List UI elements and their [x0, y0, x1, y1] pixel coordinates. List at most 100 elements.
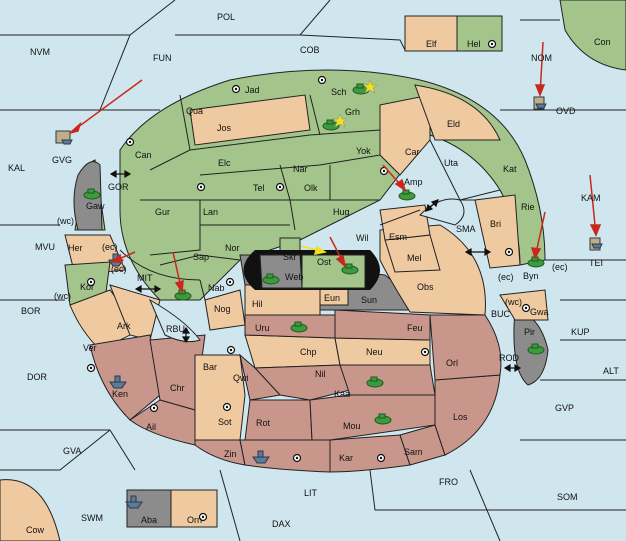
land-label-uta: Uta — [444, 158, 458, 168]
land-label-ver: Ver — [83, 343, 97, 353]
region-elf[interactable] — [404, 15, 458, 52]
land-label-kat: Kat — [503, 164, 517, 174]
sea-labels: POL NVM FUN COB NOM Con OVD KAL GVG GOR … — [8, 12, 619, 535]
region-mou[interactable] — [309, 394, 436, 441]
land-label-sap: Sap — [193, 252, 209, 262]
sea-label-alt: ALT — [603, 366, 619, 376]
land-label-sun: Sun — [361, 295, 377, 305]
land-label-amp: Amp — [404, 177, 423, 187]
land-label-kar: Kar — [339, 453, 353, 463]
land-label-elf: Elf — [426, 39, 437, 49]
land-label-aba: Aba — [141, 515, 157, 525]
land-label-neu: Neu — [366, 347, 383, 357]
supply-center — [292, 453, 302, 463]
region-kaa[interactable] — [339, 364, 436, 396]
sea-label-ovd: OVD — [556, 106, 576, 116]
region-sot[interactable] — [194, 354, 246, 441]
sea-label-nom: NOM — [531, 53, 552, 63]
coast-label: (ec) — [102, 242, 118, 252]
sea-label-dax: DAX — [272, 519, 291, 529]
supply-center — [420, 347, 430, 357]
green-army[interactable] — [527, 343, 545, 355]
supply-center — [487, 39, 497, 49]
supply-center — [275, 182, 285, 192]
supply-center — [521, 303, 531, 313]
land-label-grh: Grh — [345, 107, 360, 117]
region-orl[interactable] — [429, 314, 502, 381]
land-label-orl: Orl — [446, 358, 458, 368]
sea-label-rod: ROD — [499, 353, 520, 363]
region-feu[interactable] — [334, 309, 431, 341]
support-order — [300, 245, 327, 255]
land-label-bri: Bri — [490, 219, 501, 229]
land-label-lan: Lan — [203, 207, 218, 217]
supply-center — [222, 402, 232, 412]
land-label-olk: Olk — [304, 183, 318, 193]
sea-label-pol: POL — [217, 12, 235, 22]
green-army[interactable] — [366, 376, 384, 388]
region-ost[interactable] — [301, 254, 366, 289]
land-label-eld: Eld — [447, 119, 460, 129]
coast-label: (ec) — [552, 262, 568, 272]
green-army[interactable] — [374, 413, 392, 425]
supply-center — [196, 182, 206, 192]
land-label-web: Web — [285, 272, 303, 282]
region-orn[interactable] — [170, 489, 218, 528]
green-army[interactable] — [262, 273, 280, 285]
land-label-orn: Orn — [187, 515, 202, 525]
green-army[interactable] — [398, 189, 416, 201]
land-label-zin: Zin — [224, 449, 237, 459]
land-label-esm: Esm — [389, 232, 407, 242]
region-ken[interactable] — [89, 334, 161, 421]
land-label-rot: Rot — [256, 418, 271, 428]
blue-fleet[interactable] — [109, 375, 127, 389]
land-label-can: Can — [135, 150, 152, 160]
blue-fleet[interactable] — [533, 96, 547, 110]
sea-label-bor: BOR — [21, 306, 41, 316]
land-label-gaw: Gaw — [86, 201, 105, 211]
region-esm[interactable] — [379, 204, 431, 241]
land-label-ark: Ark — [117, 321, 131, 331]
land-label-sot: Sot — [218, 417, 232, 427]
land-label-hel: Hel — [467, 39, 481, 49]
sea-label-swm: SWM — [81, 513, 103, 523]
green-army[interactable] — [290, 321, 308, 333]
green-army[interactable] — [83, 188, 101, 200]
sea-label-cow: Cow — [26, 525, 45, 535]
blue-fleet[interactable] — [589, 237, 603, 251]
region-eld[interactable] — [414, 84, 501, 141]
region-chp[interactable] — [244, 334, 341, 369]
green-army[interactable] — [341, 263, 359, 275]
region-nog[interactable] — [204, 289, 246, 331]
land-label-tel: Tel — [253, 183, 265, 193]
land-label-los: Los — [453, 412, 468, 422]
land-label-nog: Nog — [214, 304, 231, 314]
land-label-uru: Uru — [255, 323, 270, 333]
land-label-ail: Ail — [146, 422, 156, 432]
sea-label-nvm: NVM — [30, 47, 50, 57]
land-label-gwa: Gwa — [530, 307, 549, 317]
sea-label-cob: COB — [300, 45, 320, 55]
supply-center — [376, 453, 386, 463]
region-los[interactable] — [434, 374, 501, 456]
blue-fleet[interactable] — [55, 130, 73, 145]
region-jos[interactable] — [189, 94, 311, 146]
land-label-chr: Chr — [170, 383, 185, 393]
region-qwi[interactable] — [239, 353, 281, 401]
sea-label-con: Con — [594, 37, 611, 47]
supply-centers — [86, 39, 531, 522]
land-label-kaa: Kaa — [334, 389, 350, 399]
land-label-gur: Gur — [155, 207, 170, 217]
sea-label-lit: LIT — [304, 488, 318, 498]
sea-label-tei: TEI — [589, 258, 603, 268]
coast-labels: (wc) (ec) (ec) (wc) (ec) (wc) (ec) — [54, 216, 568, 307]
green-army[interactable] — [322, 119, 340, 131]
blue-fleet[interactable] — [125, 495, 143, 509]
coast-label: (ec) — [498, 272, 514, 282]
blue-fleet[interactable] — [252, 450, 270, 464]
supply-center — [149, 403, 159, 413]
land-labels: Elf Hel Jad Sch Qua Grh Jos Eld Can Yok … — [68, 39, 549, 525]
sea-label-kup: KUP — [571, 327, 590, 337]
land-label-eun: Eun — [324, 293, 340, 303]
